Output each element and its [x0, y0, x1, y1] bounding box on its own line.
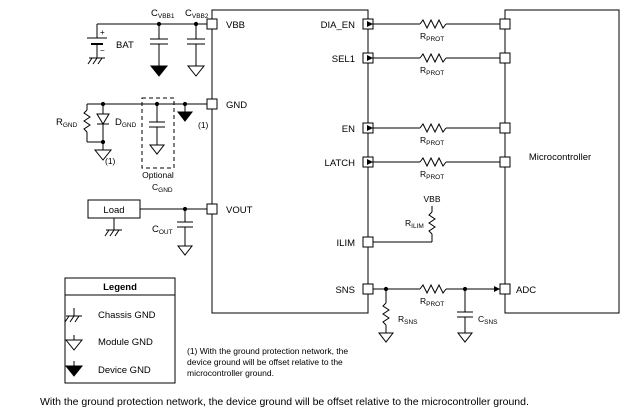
d-gnd-label: DGND: [115, 117, 137, 129]
load-label: Load: [103, 205, 124, 216]
c-gnd-label: CGND: [152, 182, 173, 194]
c-out-label: COUT: [152, 224, 173, 236]
c-sns-label: CSNS: [478, 314, 498, 326]
legend-box: [64, 277, 176, 384]
r-ilim-resistor: [428, 211, 436, 235]
r-gnd-resistor: [83, 109, 91, 133]
bat-label: BAT: [116, 40, 134, 51]
pin-vbb: [206, 18, 218, 30]
pin-latch-label: LATCH: [325, 158, 356, 169]
adc-label: ADC: [516, 285, 536, 296]
pin-ilim: [362, 236, 374, 248]
pin-latch: [362, 156, 374, 168]
battery-plus: +: [100, 28, 105, 37]
r-sns-label: RSNS: [398, 314, 418, 326]
r-prot-label-2: RPROT: [420, 65, 444, 77]
r-ilim-label: RILIM: [405, 218, 424, 230]
battery-minus: −: [100, 46, 105, 55]
pin-dia-en-label: DIA_EN: [321, 20, 355, 31]
pin-sns-label: SNS: [335, 285, 355, 296]
pin-vout: [206, 203, 218, 215]
pin-gnd: [206, 98, 218, 110]
figure-caption: With the ground protection network, the …: [40, 396, 529, 408]
r-prot-label-1: RPROT: [420, 31, 444, 43]
c-vbb2-label: CVBB2: [185, 8, 209, 20]
pin-en: [362, 122, 374, 134]
legend-device-gnd: Device GND: [98, 365, 151, 376]
c-vbb1-label: CVBB1: [151, 8, 175, 20]
r-gnd-label: RGND: [56, 117, 78, 129]
pin-sel1-label: SEL1: [332, 54, 355, 65]
device-gnd-icon: [149, 65, 169, 77]
module-gnd-icon: [186, 65, 206, 77]
optional-c-gnd-box: [141, 97, 175, 169]
pin-ilim-label: ILIM: [337, 238, 356, 249]
d-gnd-diode: [96, 113, 110, 125]
pin-vbb-label: VBB: [226, 20, 245, 31]
r-prot-label-3: RPROT: [420, 135, 444, 147]
pin-en-label: EN: [342, 124, 355, 135]
optional-label: Optional: [142, 170, 174, 180]
pin-gnd-label: GND: [226, 100, 247, 111]
r-prot-label-4: RPROT: [420, 169, 444, 181]
note-marker-1: (1): [105, 156, 116, 166]
note-marker-2: (1): [198, 120, 209, 130]
r-sns-resistor: [382, 302, 390, 326]
legend-module-gnd: Module GND: [98, 337, 153, 348]
pin-sel1: [362, 52, 374, 64]
pin-adc: [499, 283, 511, 295]
microcontroller-label: Microcontroller: [529, 152, 591, 163]
r-prot-label-5: RPROT: [420, 296, 444, 308]
legend-chassis-gnd: Chassis GND: [98, 310, 156, 321]
pin-dia-en: [362, 18, 374, 30]
pin-sns: [362, 283, 374, 295]
legend-title: Legend: [103, 282, 137, 293]
footnote: (1) With the ground protection network, …: [187, 346, 349, 378]
pin-vout-label: VOUT: [226, 205, 253, 216]
vbb-supply-label: VBB: [423, 194, 440, 204]
